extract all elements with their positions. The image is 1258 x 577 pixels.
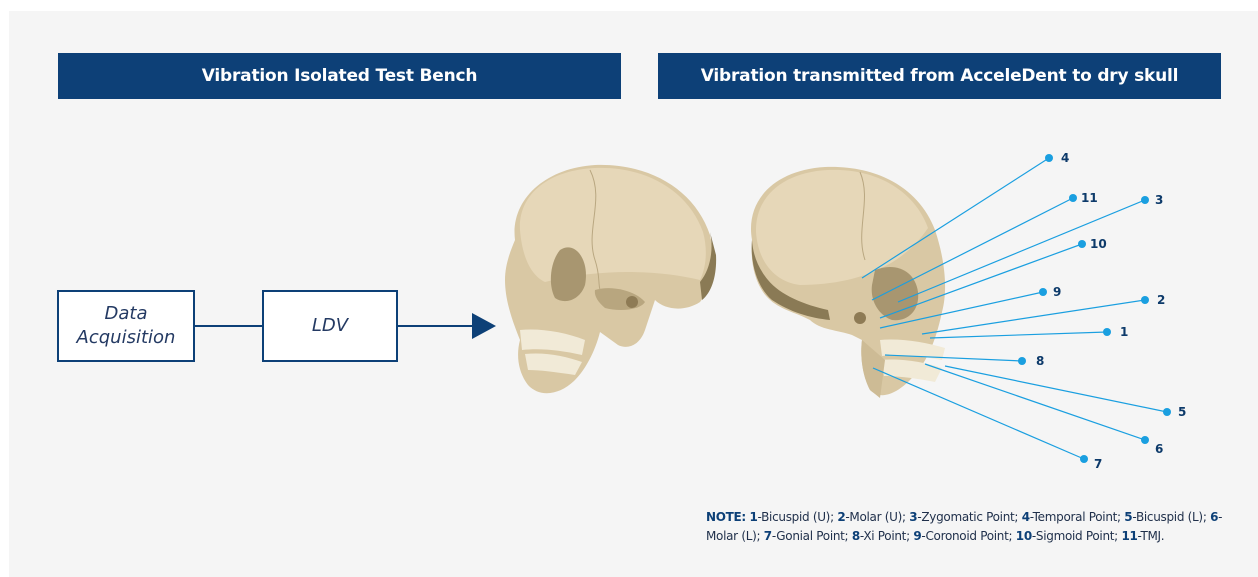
note-text-5: -Bicuspid (L); <box>1132 510 1206 524</box>
legend-note: NOTE: 1-Bicuspid (U); 2-Molar (U); 3-Zyg… <box>706 508 1236 546</box>
point-label-6: 6 <box>1155 442 1163 456</box>
note-num-4: 4 <box>1022 510 1030 524</box>
note-text-11: -TMJ. <box>1138 529 1165 543</box>
note-prefix: NOTE: <box>706 510 746 524</box>
point-label-2: 2 <box>1157 293 1165 307</box>
note-text-3: -Zygomatic Point; <box>917 510 1018 524</box>
pointer-line-2 <box>922 300 1145 334</box>
point-dot-2 <box>1141 296 1149 304</box>
point-label-3: 3 <box>1155 193 1163 207</box>
arrow-right-icon <box>472 313 496 339</box>
point-label-8: 8 <box>1036 354 1044 368</box>
note-text-10: -Sigmoid Point; <box>1032 529 1118 543</box>
point-label-1: 1 <box>1120 325 1128 339</box>
pointer-line-1 <box>930 332 1107 338</box>
point-label-5: 5 <box>1178 405 1186 419</box>
point-dot-1 <box>1103 328 1111 336</box>
skull-illustration <box>751 167 945 398</box>
point-dot-3 <box>1141 196 1149 204</box>
note-text-9: -Coronoid Point; <box>921 529 1012 543</box>
note-num-11: 11 <box>1121 529 1137 543</box>
note-text-2: -Molar (U); <box>845 510 905 524</box>
note-num-1: 1 <box>749 510 757 524</box>
pointer-line-7 <box>873 368 1084 459</box>
point-dot-7 <box>1080 455 1088 463</box>
skull-illustration <box>505 165 716 393</box>
note-text-4: -Temporal Point; <box>1030 510 1121 524</box>
pointer-line-5 <box>945 366 1167 412</box>
point-label-10: 10 <box>1090 237 1107 251</box>
point-label-11: 11 <box>1081 191 1098 205</box>
point-dot-9 <box>1039 288 1047 296</box>
point-dot-6 <box>1141 436 1149 444</box>
point-dot-10 <box>1078 240 1086 248</box>
point-labels: 4 11 3 10 9 2 1 8 5 6 7 <box>1036 151 1186 471</box>
note-text-8: -Xi Point; <box>860 529 910 543</box>
note-text-7: -Gonial Point; <box>772 529 849 543</box>
pointer-line-6 <box>925 364 1145 440</box>
point-label-4: 4 <box>1061 151 1069 165</box>
point-dot-4 <box>1045 154 1053 162</box>
note-num-8: 8 <box>852 529 860 543</box>
point-dot-8 <box>1018 357 1026 365</box>
note-num-10: 10 <box>1016 529 1032 543</box>
note-num-6: 6 <box>1210 510 1218 524</box>
point-label-9: 9 <box>1053 285 1061 299</box>
point-label-7: 7 <box>1094 457 1102 471</box>
note-text-1: -Bicuspid (U); <box>758 510 834 524</box>
point-dot-5 <box>1163 408 1171 416</box>
point-dot-11 <box>1069 194 1077 202</box>
note-num-7: 7 <box>764 529 772 543</box>
